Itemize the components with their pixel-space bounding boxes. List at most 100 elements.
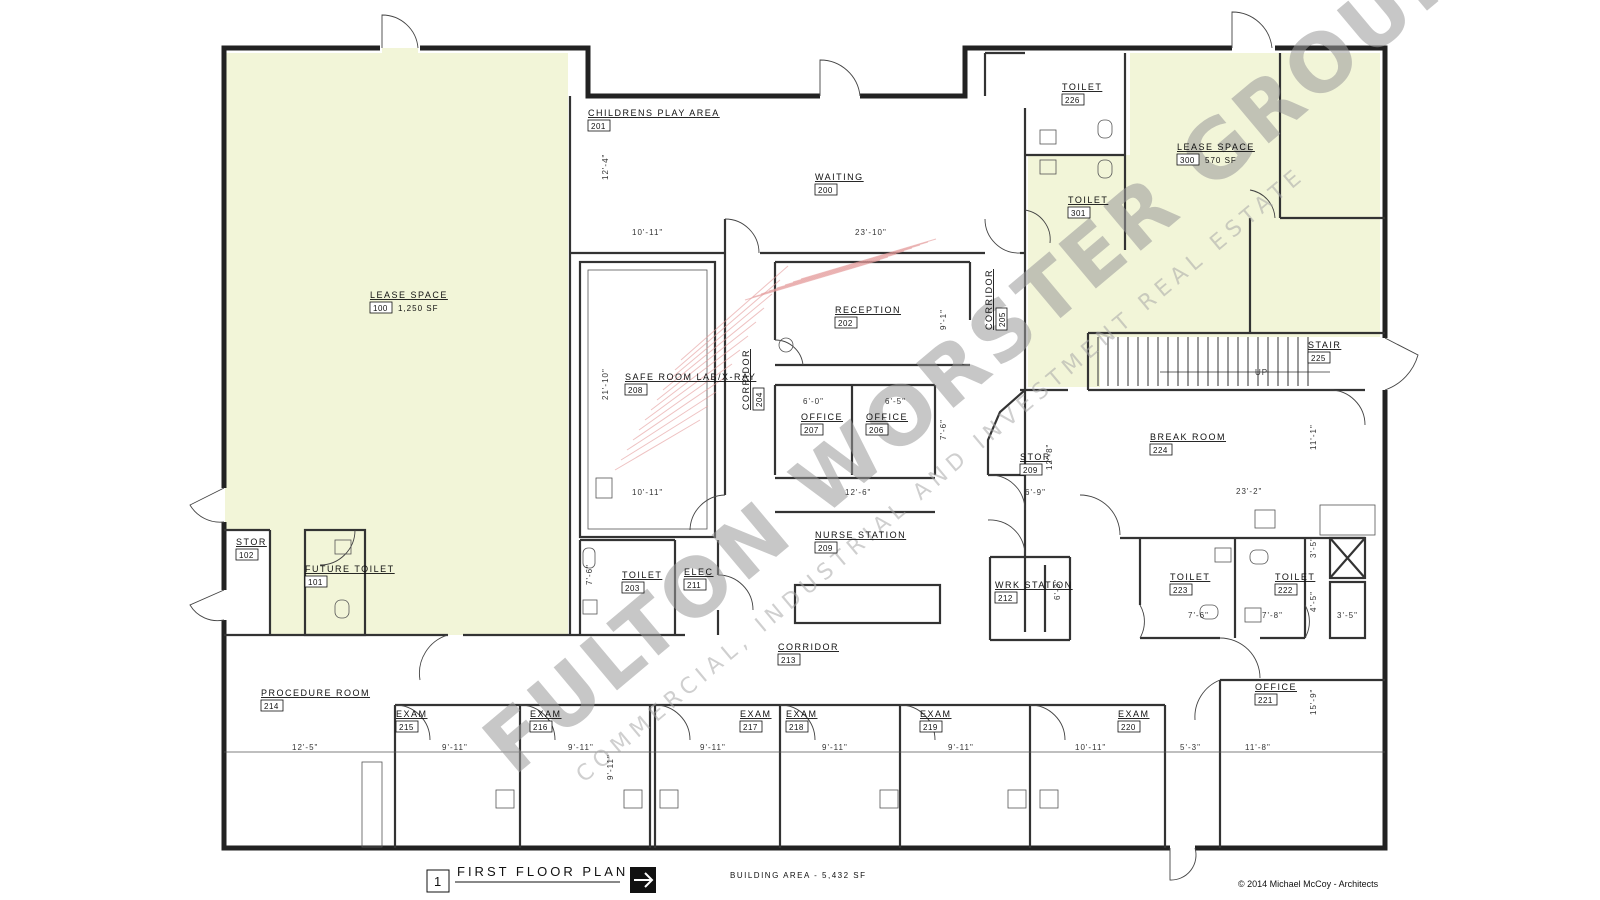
hatch-line [800, 238, 937, 280]
dimension-label: 3'-5" [1309, 537, 1318, 558]
stair-treads [1097, 337, 1330, 386]
stair-direction-label: UP [1255, 368, 1268, 377]
room-name: TOILET [1068, 195, 1108, 205]
hatch-line [650, 335, 749, 411]
copyright: © 2014 Michael McCoy - Architects [1238, 879, 1379, 889]
dimension-label: 9'-11" [606, 754, 615, 780]
hatch-line [768, 250, 905, 292]
room-number: 301 [1071, 209, 1086, 218]
dimension-label: 10'-11" [632, 488, 663, 497]
dimension-label: 11'-1" [1309, 424, 1318, 450]
room-name: WAITING [815, 172, 864, 182]
room-number-box [621, 581, 645, 594]
room-number-box [260, 699, 284, 712]
dimension-label: 9'-1" [939, 309, 948, 330]
dimension-label: 15'-9" [1309, 689, 1318, 715]
lease-space-fills [225, 48, 1380, 635]
fixtures [334, 119, 1376, 848]
room-number: 218 [789, 723, 804, 732]
dimension-label: 10'-11" [632, 228, 663, 237]
hatch-line [656, 321, 757, 401]
dimension-label: 5'-3" [1180, 743, 1201, 752]
room-name: OFFICE [801, 412, 843, 422]
plan-number: 1 [434, 874, 444, 889]
room-number: 221 [1258, 696, 1273, 705]
room-number-box [994, 591, 1018, 604]
room-number-box [624, 383, 648, 396]
plan-number-box [426, 869, 450, 893]
dimension-label: 9'-11" [568, 743, 594, 752]
room-number: 204 [755, 392, 764, 407]
hatch-line [760, 253, 897, 295]
room-name: EXAM [740, 709, 772, 719]
dimension-label: 6'-3" [1053, 579, 1062, 600]
room-number: 205 [998, 312, 1007, 327]
hatch-pattern [614, 238, 937, 471]
room-number-box [369, 301, 393, 314]
room-name: TOILET [1275, 572, 1315, 582]
room-number-box [785, 720, 809, 733]
interior-walls [224, 51, 1385, 848]
door-swings [189, 11, 1419, 881]
room-name: WRK STATION [995, 580, 1073, 590]
room-number-box [1117, 720, 1141, 733]
room-name: STOR [1020, 452, 1051, 462]
room-number-box [1061, 93, 1085, 106]
room-number-box [1019, 463, 1043, 476]
hatch-line [632, 377, 725, 441]
dimension-label: 12'-4" [601, 154, 610, 180]
room-name: TOILET [1170, 572, 1210, 582]
room-number-box [683, 578, 707, 591]
title-block: 1 FIRST FLOOR PLAN BUILDING AREA - 5,432… [426, 864, 1379, 893]
dimension-label: 11'-8" [1245, 743, 1271, 752]
room-name: OFFICE [1255, 682, 1297, 692]
dimension-label: 4'-5" [1309, 591, 1318, 612]
room-number-box [1149, 443, 1173, 456]
room-name: EXAM [396, 709, 428, 719]
room-number: 226 [1065, 96, 1080, 105]
dimension-label: 23'-10" [855, 228, 887, 237]
hatch-line [680, 265, 789, 361]
room-number-box [814, 183, 838, 196]
hatch-line [638, 363, 733, 431]
dimension-label: 6'-5" [885, 397, 906, 406]
room-number-box [1067, 206, 1091, 219]
room-name: CORRIDOR [778, 642, 839, 652]
room-number-box [1254, 693, 1278, 706]
room-number: 213 [781, 656, 796, 665]
hatch-line [620, 405, 709, 461]
room-number-box [1274, 583, 1298, 596]
dimension-label: 10'-11" [1075, 743, 1106, 752]
hatch-line [744, 259, 881, 301]
dimension-label: 12'-5" [292, 743, 318, 752]
room-number-box [739, 720, 763, 733]
room-number: 216 [533, 723, 548, 732]
room-name: LEASE SPACE [370, 290, 448, 300]
room-area: 1,250 SF [398, 304, 438, 313]
room-number-box [395, 720, 419, 733]
hatch-line [626, 391, 717, 451]
hatch-line [662, 307, 765, 391]
room-name: NURSE STATION [815, 530, 906, 540]
room-number: 203 [625, 584, 640, 593]
room-number-box [304, 575, 328, 588]
room-number: 300 [1180, 156, 1195, 165]
room-number: 222 [1278, 586, 1293, 595]
room-name: SAFE ROOM LAB/X-RAY [625, 372, 756, 382]
room-number: 200 [818, 186, 833, 195]
hatch-line [668, 293, 773, 381]
